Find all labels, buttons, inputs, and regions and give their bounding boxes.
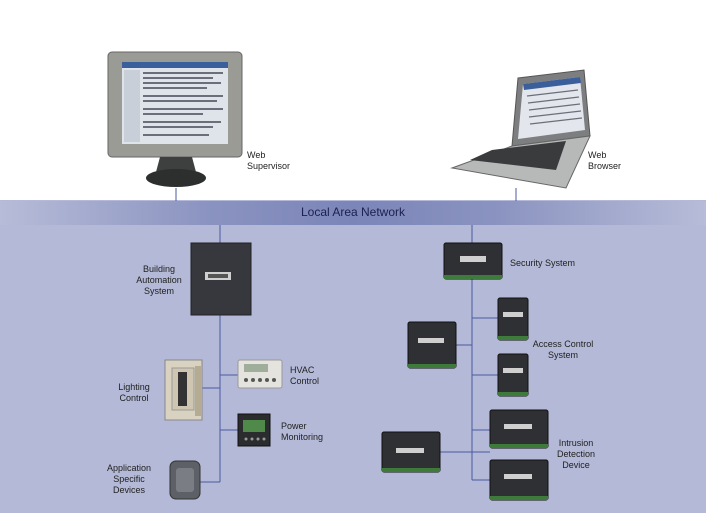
security-system-label: Security System (510, 258, 575, 269)
power-meter-icon (237, 413, 271, 447)
application-device-icon (169, 460, 201, 500)
hvac-control-label: HVAC Control (290, 365, 319, 387)
intrusion-line-1: Intrusion (558, 438, 594, 448)
lighting-line-1: Lighting (118, 382, 150, 392)
access-controller-3-icon (497, 353, 529, 397)
lighting-control-label: Lighting Control (112, 382, 156, 404)
building-automation-cabinet-icon (190, 242, 252, 316)
hvac-controller-icon (237, 359, 283, 389)
power-monitoring-label: Power Monitoring (281, 421, 323, 443)
network-background (0, 200, 706, 513)
hvac-line-1: HVAC (290, 365, 315, 375)
power-line-1: Power (281, 421, 307, 431)
web-browser-label: Web Browser (588, 150, 621, 172)
bas-line-1: Building (142, 264, 176, 274)
bas-line-3: System (143, 286, 174, 296)
app-line-2: Specific (113, 474, 145, 484)
power-line-2: Monitoring (281, 432, 324, 442)
web-browser-line-1: Web (588, 150, 607, 160)
bas-line-2: Automation (136, 275, 182, 285)
access-line-2: System (547, 350, 578, 360)
lan-title: Local Area Network (300, 205, 406, 219)
access-line-1: Access Control (532, 339, 594, 349)
access-controller-1-icon (497, 297, 529, 341)
intrusion-line-2: Detection (556, 449, 596, 459)
lighting-panel-icon (164, 359, 203, 421)
app-line-3: Devices (112, 485, 145, 495)
intrusion-controller-1-icon (489, 409, 549, 449)
connection-lines (175, 188, 517, 483)
application-devices-label: Application Specific Devices (100, 463, 158, 496)
security-controller-icon (443, 242, 503, 280)
laptop-icon (450, 69, 591, 189)
web-browser-line-2: Browser (588, 161, 622, 171)
lan-bar (0, 201, 706, 225)
access-controller-2-icon (407, 321, 457, 369)
web-supervisor-line-1: Web (247, 150, 266, 160)
lighting-line-2: Control (119, 393, 149, 403)
building-automation-label: Building Automation System (128, 264, 190, 297)
desktop-monitor-icon (107, 51, 243, 187)
app-line-1: Application (106, 463, 152, 473)
intrusion-controller-2-icon (381, 431, 441, 473)
access-control-label: Access Control System (530, 339, 596, 361)
intrusion-controller-3-icon (489, 459, 549, 501)
intrusion-line-3: Device (562, 460, 590, 470)
web-supervisor-line-2: Supervisor (247, 161, 291, 171)
hvac-line-2: Control (290, 376, 320, 386)
web-supervisor-label: Web Supervisor (247, 150, 290, 172)
security-line-1: Security System (510, 258, 576, 268)
intrusion-detection-label: Intrusion Detection Device (550, 438, 602, 471)
